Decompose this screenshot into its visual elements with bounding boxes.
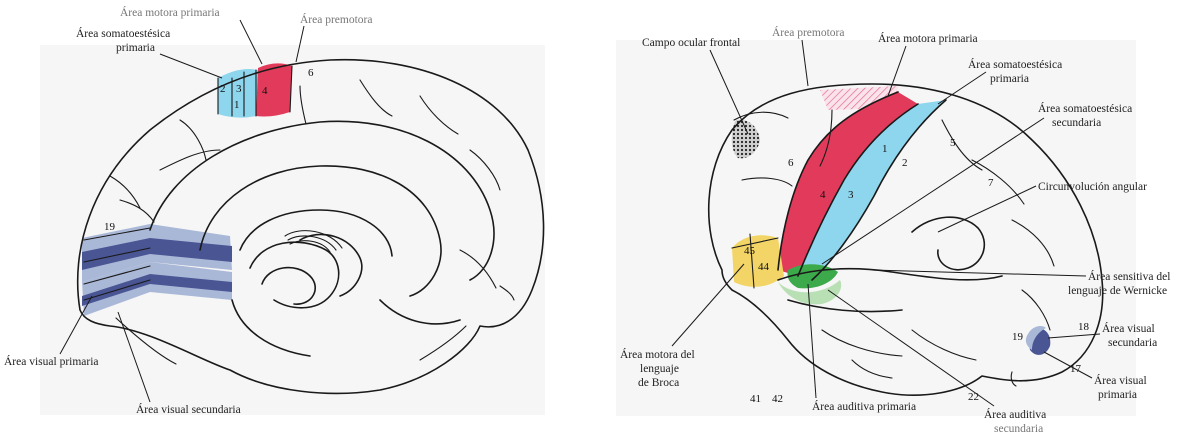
- area-number-18: 18: [1078, 321, 1090, 333]
- area-number-6: 6: [788, 157, 794, 169]
- area-number-5: 5: [950, 137, 956, 149]
- label-visual-secondary: Área visual secundaria: [136, 402, 241, 416]
- area-number-42: 42: [772, 393, 783, 405]
- label-broca-2: lenguaje: [640, 363, 679, 375]
- panel-background: [40, 45, 545, 415]
- area-number-1: 1: [234, 99, 240, 111]
- label-frontal-eye-field: Campo ocular frontal: [642, 37, 740, 49]
- label-primary-auditory: Área auditiva primaria: [812, 399, 916, 413]
- area-number-1: 1: [882, 143, 888, 155]
- label-visual-primary: Área visual primaria: [4, 354, 99, 368]
- area-number-4: 4: [262, 85, 268, 97]
- label-somato-line1: Área somatoestésica: [76, 26, 170, 40]
- label-angular-gyrus: Circunvolución angular: [1038, 181, 1147, 193]
- label-premotor: Área premotora: [772, 25, 844, 39]
- area-number-22: 22: [968, 391, 979, 403]
- label-primary-motor: Área motora primaria: [878, 31, 978, 45]
- label-visual-primary-1: Área visual: [1094, 373, 1147, 387]
- area-number-2: 2: [902, 157, 908, 169]
- label-visual-secondary-1: Área visual: [1102, 321, 1155, 335]
- area-number-6: 6: [308, 67, 314, 79]
- medial-brain-panel: 2 3 1 4 6 19 Área motora primaria Área p…: [0, 0, 560, 434]
- label-wernicke-2: lenguaje de Wernicke: [1068, 285, 1167, 297]
- label-visual-primary-2: primaria: [1098, 389, 1137, 401]
- area-number-4: 4: [820, 189, 826, 201]
- label-somato-primary-2: primaria: [990, 73, 1029, 85]
- lateral-brain-panel: 6 4 3 1 2 5 7 45 44 41 42 22 19 18 17 Ca…: [592, 0, 1178, 434]
- area-number-44: 44: [758, 261, 770, 273]
- label-premotor: Área premotora: [300, 12, 372, 26]
- area-number-2: 2: [220, 83, 226, 95]
- area-number-19: 19: [1012, 331, 1024, 343]
- label-broca-3: de Broca: [638, 377, 679, 389]
- area-number-7: 7: [988, 177, 994, 189]
- label-somato-line2: primaria: [116, 42, 155, 54]
- label-secondary-auditory-1: Área auditiva: [984, 407, 1046, 421]
- label-secondary-auditory-2: secundaria: [994, 423, 1043, 434]
- label-somato-secondary-1: Área somatoestésica: [1038, 101, 1132, 115]
- label-visual-secondary-2: secundaria: [1108, 337, 1157, 349]
- area-number-19: 19: [104, 221, 116, 233]
- area-number-3: 3: [848, 189, 854, 201]
- label-somato-secondary-2: secundaria: [1052, 117, 1101, 129]
- lateral-brain-diagram: 6 4 3 1 2 5 7 45 44 41 42 22 19 18 17 Ca…: [592, 0, 1178, 434]
- area-number-45: 45: [744, 245, 756, 257]
- medial-brain-diagram: 2 3 1 4 6 19 Área motora primaria Área p…: [0, 0, 560, 434]
- label-somato-primary-1: Área somatoestésica: [968, 57, 1062, 71]
- area-number-3: 3: [236, 83, 242, 95]
- label-motor-primary: Área motora primaria: [120, 5, 220, 19]
- label-broca-1: Área motora del: [620, 347, 695, 361]
- area-number-41: 41: [750, 393, 761, 405]
- label-wernicke-1: Área sensitiva del: [1088, 269, 1170, 283]
